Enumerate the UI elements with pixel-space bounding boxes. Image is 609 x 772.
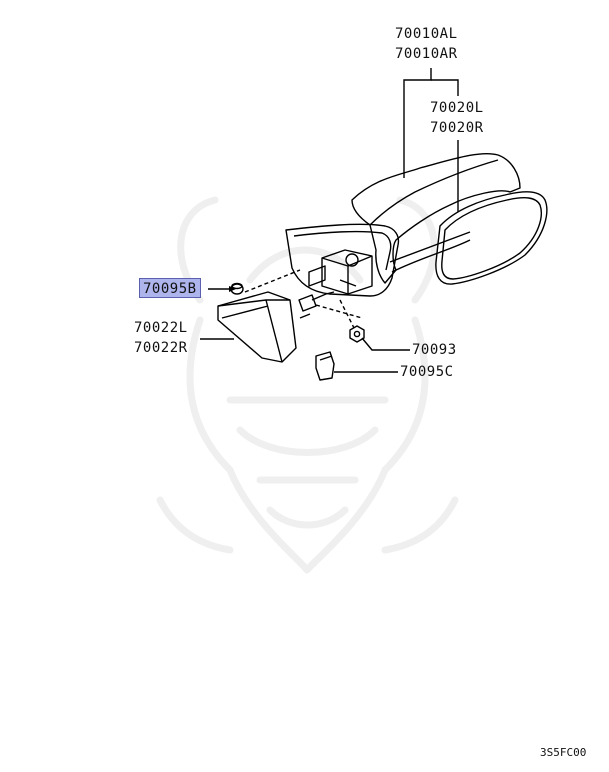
part-label-70022l[interactable]: 70022L xyxy=(134,320,188,336)
part-label-70010ar[interactable]: 70010AR xyxy=(395,46,458,62)
part-label-70020l[interactable]: 70020L xyxy=(430,100,484,116)
part-label-70010al[interactable]: 70010AL xyxy=(395,26,458,42)
part-label-70095c[interactable]: 70095C xyxy=(400,364,454,380)
part-label-70022r[interactable]: 70022R xyxy=(134,340,188,356)
part-label-70020r[interactable]: 70020R xyxy=(430,120,484,136)
mirror-assembly-drawing xyxy=(217,152,548,381)
figure-code: 3S5FC00 xyxy=(540,746,587,759)
watermark-emblem xyxy=(156,196,459,574)
leader-lines xyxy=(200,68,459,373)
part-label-70095b-highlighted[interactable]: 70095B xyxy=(139,278,201,298)
part-label-70093[interactable]: 70093 xyxy=(412,342,457,358)
arrowhead-70095b xyxy=(229,286,236,292)
